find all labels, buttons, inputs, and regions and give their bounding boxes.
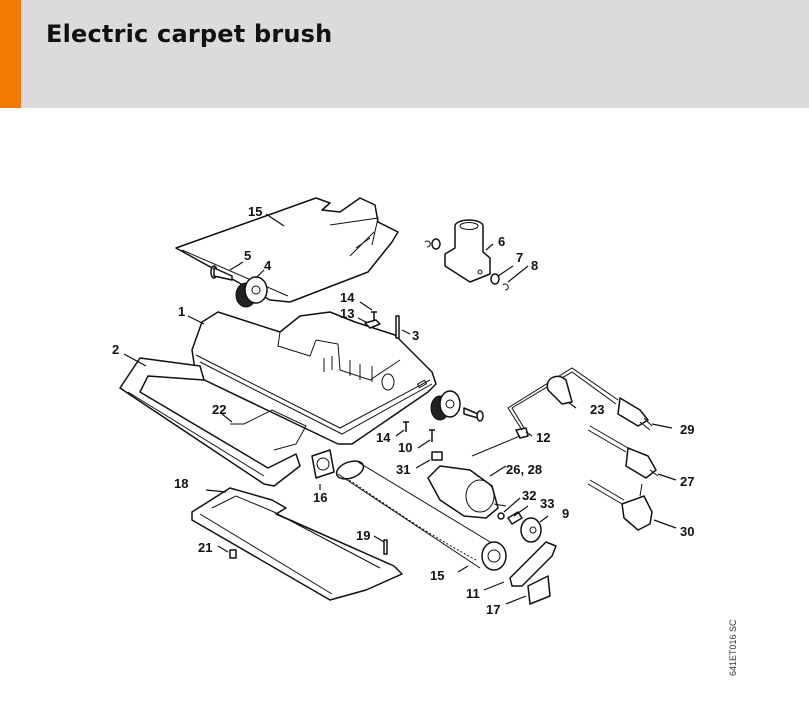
label-31: 31 bbox=[396, 462, 410, 477]
label-2: 2 bbox=[112, 342, 119, 357]
part-2-bumper[interactable] bbox=[119, 357, 301, 487]
part-29-cord-plug[interactable] bbox=[507, 367, 653, 431]
part-14-screw-top[interactable] bbox=[371, 311, 377, 320]
label-15: 15 bbox=[248, 204, 262, 219]
label-21: 22 bbox=[212, 402, 226, 417]
label-7: 7 bbox=[516, 250, 523, 265]
part-18-plate[interactable] bbox=[527, 575, 551, 605]
part-12-lug[interactable] bbox=[515, 427, 529, 439]
leader-lines bbox=[123, 213, 677, 605]
label-14-top: 14 bbox=[340, 290, 355, 305]
part-21-wire[interactable] bbox=[230, 409, 307, 451]
label-23: 23 bbox=[590, 402, 604, 417]
label-9: 9 bbox=[562, 506, 569, 521]
part-7-plug[interactable] bbox=[490, 273, 500, 285]
part-11-belt[interactable] bbox=[509, 541, 557, 587]
part-wheel-right bbox=[430, 390, 484, 422]
label-29: 29 bbox=[680, 422, 694, 437]
label-33: 33 bbox=[540, 496, 554, 511]
page-title: Electric carpet brush bbox=[46, 20, 333, 48]
part-9-pulley[interactable] bbox=[520, 517, 542, 543]
part-23-clip[interactable] bbox=[546, 375, 573, 405]
part-15-top-cover[interactable] bbox=[175, 197, 399, 303]
label-22: 21 bbox=[198, 540, 212, 555]
part-26-28-motor[interactable] bbox=[427, 465, 507, 519]
label-3: 3 bbox=[412, 328, 419, 343]
part-8-clip[interactable] bbox=[502, 283, 509, 291]
part-22-screw[interactable] bbox=[229, 549, 237, 559]
label-1: 1 bbox=[178, 304, 185, 319]
part-5-axle-pin[interactable] bbox=[210, 265, 233, 281]
label-14-lower: 14 bbox=[376, 430, 391, 445]
label-5: 5 bbox=[244, 248, 251, 263]
page-header: Electric carpet brush bbox=[0, 0, 809, 108]
label-32: 32 bbox=[522, 488, 536, 503]
label-19: 18 bbox=[174, 476, 188, 491]
label-20: 19 bbox=[356, 528, 370, 543]
part-10-screw[interactable] bbox=[429, 429, 435, 442]
part-cord-wire bbox=[471, 435, 521, 457]
label-6: 6 bbox=[498, 234, 505, 249]
header-accent-bar bbox=[0, 0, 21, 108]
label-12: 12 bbox=[536, 430, 550, 445]
part-3-pin[interactable] bbox=[395, 315, 400, 339]
label-26-28: 26, 28 bbox=[506, 462, 542, 477]
label-27: 27 bbox=[680, 474, 694, 489]
label-4: 4 bbox=[264, 258, 272, 273]
label-17: 16 bbox=[313, 490, 327, 505]
label-11: 11 bbox=[466, 586, 480, 601]
part-19-base-plate[interactable] bbox=[191, 487, 403, 601]
diagram-reference-code: 641ET016 SC bbox=[728, 619, 738, 676]
part-13-bracket[interactable] bbox=[364, 319, 381, 329]
label-18: 17 bbox=[486, 602, 500, 617]
label-30: 30 bbox=[680, 524, 694, 539]
part-33-sleeve[interactable] bbox=[507, 511, 523, 525]
part-20-screw[interactable] bbox=[383, 539, 388, 555]
part-14-screw-lower[interactable] bbox=[403, 421, 409, 432]
part-17-bearing[interactable] bbox=[311, 449, 335, 479]
part-27-plug[interactable] bbox=[587, 425, 659, 479]
label-10: 10 bbox=[398, 440, 412, 455]
label-8: 8 bbox=[531, 258, 538, 273]
part-32-washer[interactable] bbox=[497, 512, 505, 520]
label-13: 13 bbox=[340, 306, 354, 321]
part-31-terminal[interactable] bbox=[431, 451, 443, 461]
part-30-plug[interactable] bbox=[587, 479, 653, 531]
part-6-swivel-joint[interactable] bbox=[424, 219, 491, 283]
part-4-wheel[interactable] bbox=[235, 276, 268, 308]
label-16: 15 bbox=[430, 568, 444, 583]
part-16-brush-roll[interactable] bbox=[334, 458, 507, 571]
part-1-housing[interactable] bbox=[191, 311, 437, 445]
